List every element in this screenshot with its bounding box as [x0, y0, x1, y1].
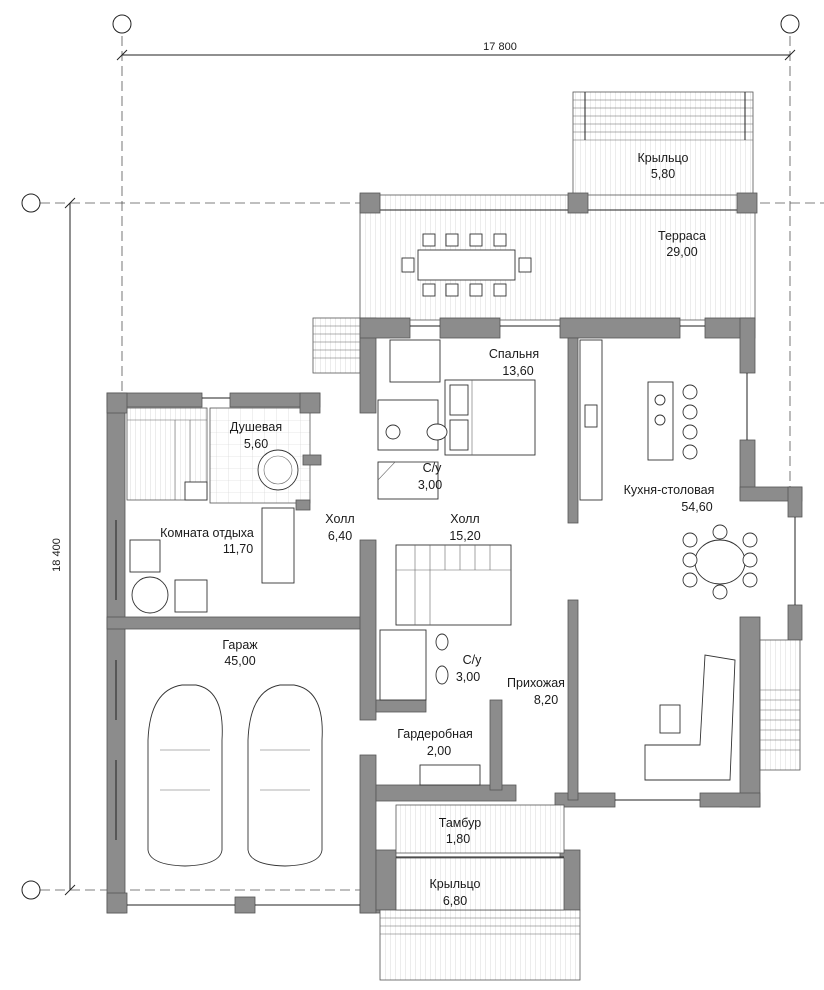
room-area: 45,00: [224, 654, 255, 668]
pillars: [106, 192, 758, 414]
room-area: 15,20: [449, 529, 480, 543]
vestibule-floor: [395, 804, 565, 911]
axis-marker-top-right: [780, 14, 800, 34]
garage-car-right: [247, 684, 323, 867]
room-label-hall-main: Холл 15,20: [449, 512, 480, 543]
room-name: С/у: [463, 653, 483, 667]
living-sofa: [644, 654, 736, 781]
room-name: Терраса: [658, 229, 706, 243]
room-area: 2,00: [427, 744, 451, 758]
room-label-porch-top: Крыльцо 5,80: [638, 151, 689, 181]
room-name: Холл: [450, 512, 479, 526]
room-name: Спальня: [489, 347, 539, 361]
bedroom-furniture: [377, 339, 536, 500]
room-name: Тамбур: [439, 816, 481, 830]
lounge-furniture: [129, 507, 295, 614]
room-name: Кухня-столовая: [624, 483, 715, 497]
windows: [115, 325, 796, 906]
room-label-wardrobe: Гардеробная 2,00: [397, 727, 473, 758]
room-label-wc-lower: С/у 3,00: [456, 653, 482, 684]
porch-bottom: [379, 909, 581, 981]
side-stairs: [312, 317, 361, 374]
room-label-hall-small: Холл 6,40: [325, 512, 354, 543]
room-name: Душевая: [230, 420, 282, 434]
shower-floor: [209, 407, 311, 504]
room-area: 6,40: [328, 529, 352, 543]
axis-marker-left-lower: [21, 880, 41, 900]
room-area: 5,60: [244, 437, 268, 451]
terrace-dining-table: [401, 233, 532, 297]
room-area: 8,20: [534, 693, 558, 707]
porch-top: [572, 91, 754, 201]
room-name: Прихожая: [507, 676, 565, 690]
room-name: Комната отдыха: [160, 526, 254, 540]
room-area: 13,60: [502, 364, 533, 378]
dimension-width-label: 17 800: [483, 41, 517, 53]
dimension-height-label: 18 400: [51, 538, 63, 572]
room-area: 3,00: [456, 670, 480, 684]
sauna-bench: [126, 407, 299, 501]
room-area: 1,80: [446, 832, 470, 846]
room-label-lounge: Комната отдыха 11,70: [160, 526, 254, 556]
dimension-height: 18 400: [51, 197, 76, 896]
room-name: С/у: [423, 461, 443, 475]
room-area: 3,00: [418, 478, 442, 492]
room-name: Гараж: [222, 638, 258, 652]
axis-marker-top-left: [112, 14, 132, 34]
garage-car-left: [147, 684, 223, 867]
dimension-width: 17 800: [116, 41, 796, 61]
room-area: 11,70: [223, 542, 253, 556]
room-label-shower: Душевая 5,60: [230, 420, 282, 451]
room-name: Гардеробная: [397, 727, 473, 741]
room-name: Холл: [325, 512, 354, 526]
main-stairs: [395, 544, 512, 626]
room-label-garage: Гараж 45,00: [222, 638, 258, 668]
room-area: 6,80: [443, 894, 467, 908]
walls: [106, 317, 803, 914]
axis-marker-left-upper: [21, 193, 41, 213]
room-label-wc-upper: С/у 3,00: [418, 461, 442, 492]
room-label-vestibule: Тамбур 1,80: [439, 816, 481, 846]
kitchen-furniture: [579, 339, 758, 600]
room-label-terrace: Терраса 29,00: [658, 229, 706, 259]
room-name: Крыльцо: [430, 877, 481, 891]
room-area: 5,80: [651, 167, 675, 181]
room-area: 29,00: [666, 245, 697, 259]
room-area: 54,60: [681, 500, 712, 514]
room-name: Крыльцо: [638, 151, 689, 165]
room-label-kitchen: Кухня-столовая 54,60: [624, 483, 715, 514]
right-stairs: [759, 639, 801, 771]
wc-lower-fixtures: [379, 629, 481, 786]
room-label-porch-bottom: Крыльцо 6,80: [430, 877, 481, 908]
room-label-bedroom: Спальня 13,60: [489, 347, 539, 378]
room-label-entry-hall: Прихожая 8,20: [507, 676, 565, 707]
